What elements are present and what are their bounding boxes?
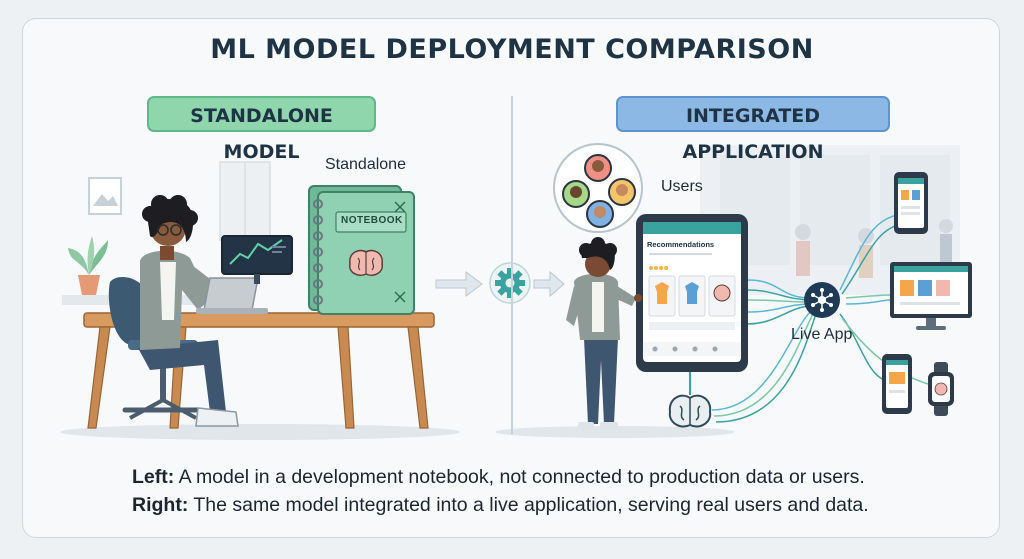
app-screen-title: Recommendations <box>647 240 715 249</box>
standalone-model-heading: STANDALONE MODEL <box>147 96 376 163</box>
arrow-icon <box>435 271 483 297</box>
phone-icon <box>882 354 912 414</box>
brain-icon <box>668 394 712 428</box>
chart-monitor-icon <box>221 235 293 284</box>
caption-left-label: Left: <box>132 466 175 488</box>
caption-left: Left: A model in a development notebook,… <box>132 466 865 489</box>
window <box>219 161 271 241</box>
plant-icon <box>68 236 108 295</box>
caption-right: Right: The same model integrated into a … <box>132 494 869 517</box>
standalone-label: Standalone <box>325 156 406 173</box>
watch-icon <box>928 362 954 416</box>
avatar <box>584 154 612 182</box>
users-label: Users <box>661 178 703 195</box>
presenter-person <box>566 237 642 430</box>
avatar <box>586 200 614 228</box>
avatar <box>608 178 636 206</box>
users-group-icon <box>553 143 643 233</box>
page-title: ML MODEL DEPLOYMENT COMPARISON <box>210 34 814 65</box>
gear-icon <box>489 262 531 304</box>
tablet-icon <box>636 214 748 372</box>
avatar <box>562 180 590 208</box>
integrated-application-heading: INTEGRATED APPLICATION <box>616 96 890 163</box>
network-hub-icon <box>804 282 840 318</box>
live-app-label: Live App <box>791 326 853 343</box>
caption-left-text: A model in a development notebook, not c… <box>178 466 865 488</box>
caption-right-text: The same model integrated into a live ap… <box>193 494 869 516</box>
phone-icon <box>894 172 928 234</box>
notebook-cover-label: NOTEBOOK <box>341 215 403 226</box>
caption-right-label: Right: <box>132 494 189 516</box>
laptop-icon <box>196 277 268 314</box>
desktop-icon <box>890 262 972 330</box>
picture-frame <box>88 177 122 215</box>
center-divider <box>511 96 513 434</box>
arrow-icon <box>533 270 565 298</box>
brain-icon <box>349 249 383 276</box>
notebook-icon <box>308 185 415 315</box>
